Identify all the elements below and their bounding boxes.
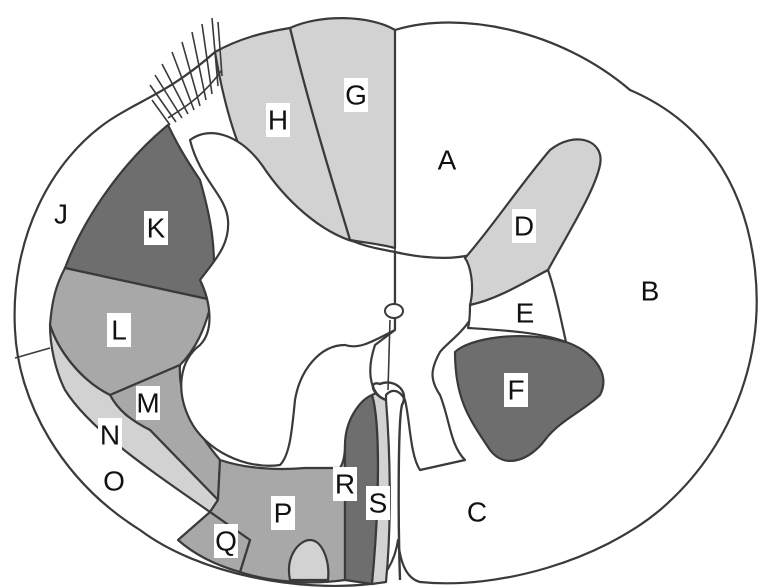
label-R: R [333, 467, 357, 501]
label-text-A: A [438, 145, 457, 176]
label-J: J [49, 197, 73, 231]
label-text-G: G [345, 80, 367, 111]
label-text-R: R [335, 469, 355, 500]
label-text-L: L [111, 315, 127, 346]
label-D: D [512, 209, 536, 243]
label-text-O: O [103, 466, 125, 497]
label-text-J: J [54, 199, 68, 230]
label-K: K [144, 211, 168, 245]
label-H: H [266, 103, 290, 137]
label-text-P: P [274, 498, 293, 529]
label-text-Q: Q [215, 526, 237, 557]
label-S: S [366, 486, 390, 520]
label-P: P [271, 496, 295, 530]
label-text-H: H [268, 105, 288, 136]
label-A: A [435, 143, 459, 177]
label-text-C: C [467, 497, 487, 528]
label-text-N: N [100, 420, 120, 451]
label-N: N [98, 418, 122, 452]
label-Q: Q [214, 524, 238, 558]
label-text-E: E [516, 298, 535, 329]
label-text-F: F [507, 375, 524, 406]
label-text-S: S [369, 488, 388, 519]
label-text-D: D [514, 211, 534, 242]
label-C: C [465, 495, 489, 529]
label-G: G [344, 78, 368, 112]
label-F: F [504, 373, 528, 407]
label-M: M [136, 386, 160, 420]
label-text-B: B [641, 276, 660, 307]
label-text-K: K [147, 213, 166, 244]
central-canal [385, 304, 403, 318]
label-O: O [102, 464, 126, 498]
label-E: E [513, 296, 537, 330]
label-L: L [107, 313, 131, 347]
label-text-M: M [136, 388, 159, 419]
label-B: B [638, 274, 662, 308]
